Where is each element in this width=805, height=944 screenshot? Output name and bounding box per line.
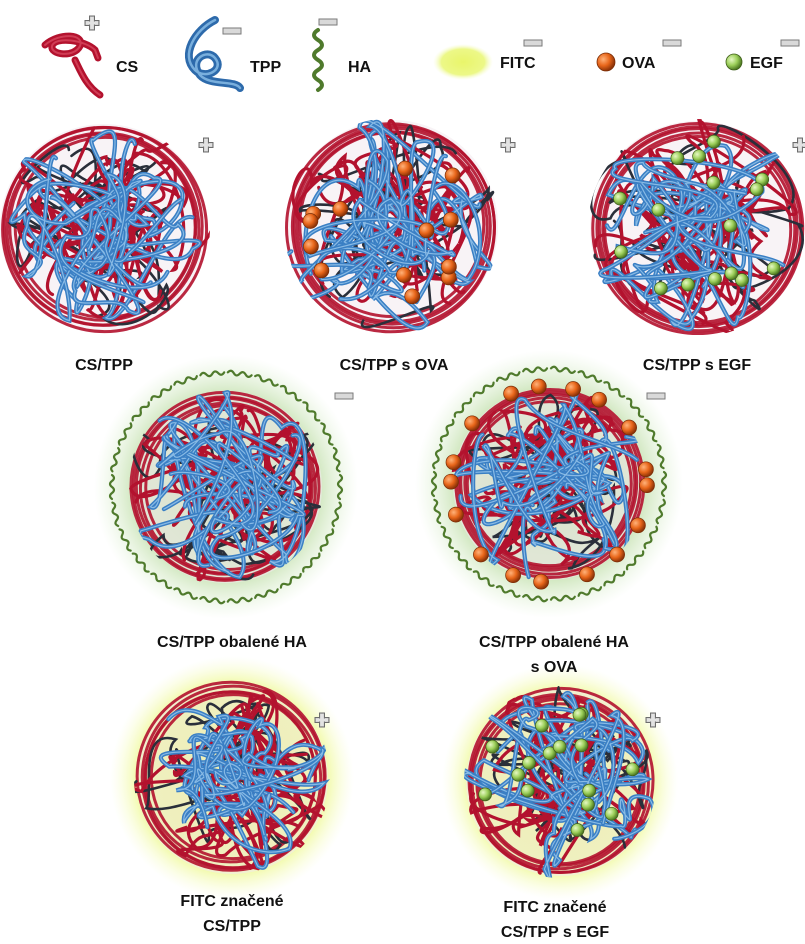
ova-particle (473, 547, 488, 562)
legend-tpp: TPP (189, 20, 282, 88)
ova-particle (303, 214, 318, 229)
egf-particle (571, 824, 584, 837)
legend: CS TPP HA FITC OVA EGF (45, 16, 799, 95)
label-fitc-cs-tpp-egf-line2: CS/TPP s EGF (501, 924, 609, 941)
ova-particle (441, 259, 456, 274)
egf-particle (725, 267, 738, 280)
particle-cs-tpp (0, 124, 219, 332)
ova-particle (303, 239, 318, 254)
egf-particle (523, 756, 536, 769)
egf-particle (479, 788, 492, 801)
label-cs-tpp-ova: CS/TPP s OVA (340, 357, 449, 374)
egf-particle (767, 262, 780, 275)
minus-charge-icon (524, 40, 542, 46)
ova-particle (396, 268, 411, 283)
ova-particle (398, 161, 413, 176)
ova-particle (314, 263, 329, 278)
egf-particle (575, 739, 588, 752)
ova-particle (622, 420, 637, 435)
egf-particle (535, 719, 548, 732)
label-fitc-cs-tpp-egf-line1: FITC značené (503, 899, 606, 916)
minus-charge-icon (663, 40, 681, 46)
particles-layer (0, 115, 805, 900)
legend-fitc-label: FITC (500, 55, 536, 72)
egf-particle (615, 245, 628, 258)
ova-particle (504, 386, 519, 401)
legend-tpp-label: TPP (250, 59, 281, 76)
minus-charge-icon (223, 28, 241, 34)
egf-particle (707, 135, 720, 148)
legend-egf-label: EGF (750, 55, 783, 72)
ova-particle (640, 478, 655, 493)
egf-particle (521, 784, 534, 797)
egf-particle (693, 150, 706, 163)
plus-charge-icon (85, 16, 99, 30)
egf-particle-icon (726, 54, 742, 70)
label-fitc-cs-tpp-line1: FITC značené (180, 893, 283, 910)
label-fitc-cs-tpp-line2: CS/TPP (203, 918, 261, 935)
ova-particle (405, 289, 420, 304)
ova-particle (333, 201, 348, 216)
plus-charge-icon (793, 138, 805, 152)
particle-cs-tpp-egf (590, 115, 804, 335)
ova-particle (445, 168, 460, 183)
label-cs-tpp-egf: CS/TPP s EGF (643, 357, 751, 374)
egf-particle (486, 740, 499, 753)
ova-particle (592, 392, 607, 407)
minus-charge-icon (781, 40, 799, 46)
legend-cs-label: CS (116, 59, 139, 76)
ova-particle (630, 518, 645, 533)
ova-particle-icon (597, 53, 615, 71)
ha-strand-icon (314, 30, 322, 90)
legend-fitc: FITC (433, 40, 542, 80)
egf-particle (614, 192, 627, 205)
ova-particle (465, 416, 480, 431)
egf-particle (750, 183, 763, 196)
egf-particle (724, 219, 737, 232)
egf-particle (605, 807, 618, 820)
ova-particle (448, 507, 463, 522)
ova-particle (580, 567, 595, 582)
egf-particle (573, 708, 586, 721)
egf-particle (512, 768, 525, 781)
egf-particle (583, 784, 596, 797)
legend-ova-label: OVA (622, 55, 656, 72)
legend-ha: HA (314, 19, 372, 90)
ova-particle (419, 223, 434, 238)
label-cs-tpp-ha-ova-line1: CS/TPP obalené HA (479, 634, 629, 651)
legend-ova: OVA (597, 40, 681, 72)
ova-particle (443, 212, 458, 227)
ova-particle (566, 382, 581, 397)
plus-charge-icon (501, 138, 515, 152)
egf-particle (652, 203, 665, 216)
ova-particle (446, 455, 461, 470)
minus-charge-icon (647, 393, 665, 399)
egf-particle (709, 273, 722, 286)
ova-particle (610, 547, 625, 562)
egf-particle (553, 740, 566, 753)
ova-particle (534, 574, 549, 589)
minus-charge-icon (335, 393, 353, 399)
ova-particle (531, 379, 546, 394)
egf-particle (626, 763, 639, 776)
egf-particle (671, 152, 684, 165)
fitc-glow-icon (433, 44, 493, 80)
minus-charge-icon (319, 19, 337, 25)
egf-particle (654, 282, 667, 295)
egf-particle (682, 278, 695, 291)
label-cs-tpp-ha-ova-line2: s OVA (531, 659, 578, 676)
egf-particle (581, 798, 594, 811)
plus-charge-icon (199, 138, 213, 152)
label-cs-tpp: CS/TPP (75, 357, 133, 374)
label-cs-tpp-ha: CS/TPP obalené HA (157, 634, 307, 651)
ova-particle (444, 474, 459, 489)
ova-particle (506, 568, 521, 583)
ova-particle (638, 462, 653, 477)
egf-particle (707, 176, 720, 189)
legend-cs: CS (45, 16, 139, 95)
legend-egf: EGF (726, 40, 799, 72)
legend-ha-label: HA (348, 59, 372, 76)
